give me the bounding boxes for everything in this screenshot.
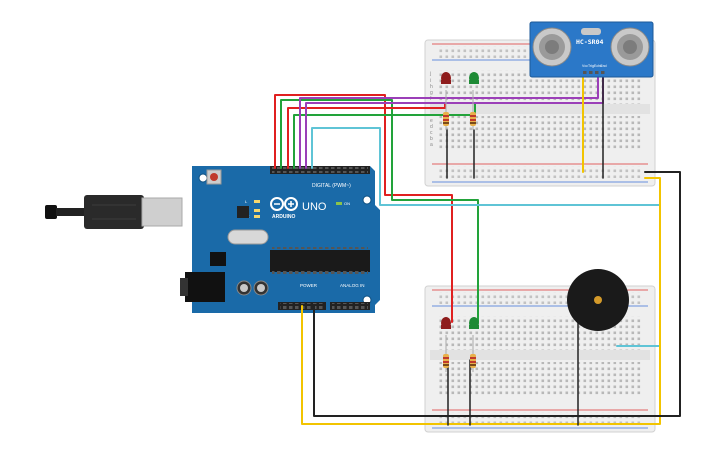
sensor-transducer-left	[532, 27, 572, 67]
sensor-pin-echo: Echo	[594, 64, 602, 68]
led-green-top	[469, 72, 479, 84]
power-jack	[185, 272, 225, 302]
letter-i: i	[430, 78, 431, 84]
sensor-pin-vcc: Vcc	[582, 64, 588, 68]
wires	[274, 72, 681, 426]
arduino-logo-text: ARDUINO	[272, 214, 295, 220]
usb-connector	[141, 197, 183, 227]
letter-d: d	[430, 124, 433, 130]
led-on	[336, 202, 342, 205]
led-red-bottom	[441, 317, 451, 329]
wire-yellow	[301, 177, 661, 425]
atmega-chip	[270, 250, 370, 272]
resistor-top-1	[443, 90, 449, 130]
letter-c: c	[430, 130, 433, 136]
led-tx	[254, 209, 260, 212]
led-rx	[254, 215, 260, 218]
arduino-logo-icon	[270, 197, 298, 211]
letter-b: b	[430, 136, 433, 142]
resistor-bottom-2	[470, 335, 476, 372]
wire-red-top-1	[274, 94, 453, 323]
usb-cable-end	[45, 205, 57, 219]
sensor-label: HC-SR04	[576, 38, 603, 46]
letter-a: a	[430, 142, 433, 148]
usb-plug	[84, 195, 144, 229]
resistor-bottom-1	[443, 335, 449, 372]
led-green-bottom	[469, 317, 479, 329]
sensor-pins	[582, 70, 606, 75]
wire-purple-1	[299, 76, 599, 169]
crystal	[227, 229, 269, 245]
arduino-uno-board: DIGITAL (PWM~) ARDUINO UNO L TX RX ON	[45, 166, 380, 313]
led-red-top	[441, 72, 451, 84]
usb-cable	[56, 208, 86, 216]
led-l	[254, 200, 260, 203]
usb-chip	[237, 206, 249, 218]
voltage-regulator	[210, 252, 226, 266]
letter-h: h	[430, 84, 433, 90]
letter-j: j	[429, 71, 431, 77]
resistor-top-2	[470, 90, 476, 130]
wire-green-top	[280, 99, 479, 323]
piezo-buzzer	[567, 269, 629, 331]
wire-black	[313, 171, 681, 417]
sensor-transducer-right	[610, 27, 650, 67]
led-l-label: L	[245, 199, 248, 204]
sensor-pin-gnd: Gnd	[600, 64, 607, 68]
letter-g: g	[430, 90, 433, 96]
wire-green-top-2	[293, 103, 476, 169]
sensor-crystal	[581, 28, 601, 35]
analog-header-label: ANALOG IN	[340, 283, 365, 288]
wire-red-top-2	[287, 103, 446, 169]
sensor-pin-trig: Trig	[588, 64, 594, 68]
letter-e: e	[430, 118, 433, 124]
digital-header-label: DIGITAL (PWM~)	[312, 183, 351, 189]
power-header-label: POWER	[300, 283, 318, 288]
ultrasonic-sensor: HC-SR04 Vcc Trig Echo Gnd	[529, 21, 654, 78]
led-on-label: ON	[344, 201, 350, 206]
board-model: UNO	[302, 201, 327, 213]
